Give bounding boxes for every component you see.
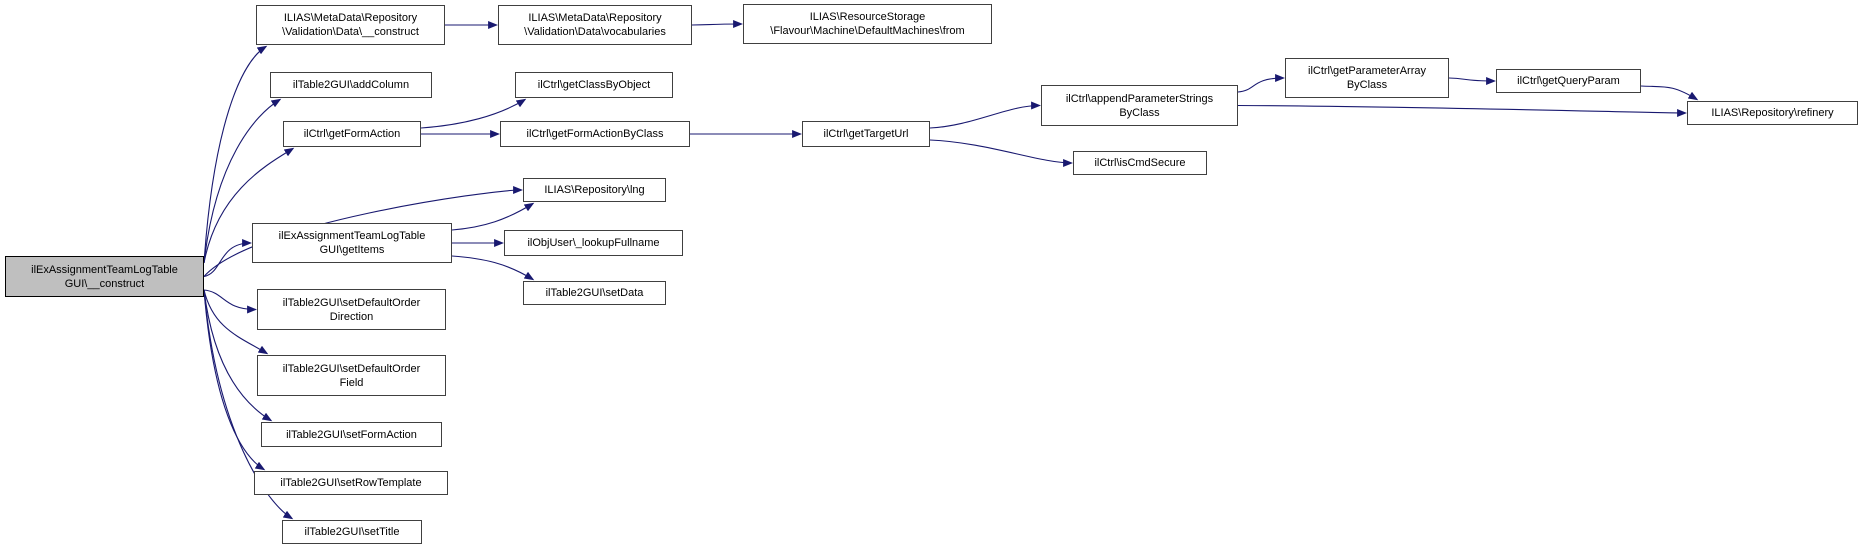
node-label: ILIAS\MetaData\Repository — [283, 12, 418, 24]
node-set-row-template[interactable]: ilTable2GUI\setRowTemplate — [254, 471, 448, 495]
node-label: ilExAssignmentTeamLogTable — [278, 230, 426, 242]
node-label: ilExAssignmentTeamLogTable — [31, 263, 178, 276]
edge-construct-get-form-action — [203, 147, 295, 264]
edge-get-items-set-data — [451, 255, 535, 281]
edge-construct-set-default-order-direction — [203, 289, 257, 314]
node-set-data[interactable]: ilTable2GUI\setData — [523, 281, 666, 305]
node-set-form-action[interactable]: ilTable2GUI\setFormAction — [261, 422, 442, 447]
edge-construct-add-column — [203, 98, 282, 264]
node-label: ilTable2GUI\setRowTemplate — [280, 477, 422, 489]
node-label: ilTable2GUI\setTitle — [304, 526, 400, 538]
edge-construct-md-construct — [203, 45, 268, 264]
node-lookup-fullname[interactable]: ilObjUser\_lookupFullname — [504, 230, 683, 256]
node-label: ilCtrl\getTargetUrl — [823, 128, 909, 140]
edge-append-parameter-strings-get-parameter-array — [1237, 74, 1285, 93]
node-label: \Validation\Data\__construct — [282, 26, 419, 38]
node-get-query-param[interactable]: ilCtrl\getQueryParam — [1496, 69, 1641, 93]
edge-construct-set-form-action — [203, 289, 273, 422]
node-label: ilCtrl\appendParameterStrings — [1065, 92, 1214, 105]
node-label: ByClass — [1119, 106, 1160, 119]
node-get-form-action[interactable]: ilCtrl\getFormAction — [283, 121, 421, 147]
node-label: ILIAS\Repository\lng — [544, 184, 645, 196]
node-label: ilTable2GUI\setDefaultOrder — [282, 362, 421, 375]
node-add-column[interactable]: ilTable2GUI\addColumn — [270, 72, 432, 98]
node-lng[interactable]: ILIAS\Repository\lng — [523, 178, 666, 202]
edge-get-target-url-is-cmd-secure — [929, 139, 1073, 167]
node-default-machines-from[interactable]: ILIAS\ResourceStorage \Flavour\Machine\De… — [743, 4, 992, 44]
edge-get-target-url-append-parameter-strings — [929, 101, 1041, 129]
node-label: ILIAS\MetaData\Repository — [528, 12, 662, 24]
node-get-form-action-by-class[interactable]: ilCtrl\getFormActionByClass — [500, 121, 690, 147]
node-label: ilCtrl\getQueryParam — [1517, 75, 1620, 87]
node-get-target-url[interactable]: ilCtrl\getTargetUrl — [802, 121, 930, 147]
edge-construct-set-default-order-field — [203, 289, 269, 355]
node-label: Field — [339, 376, 364, 389]
edge-get-query-param-refinery — [1640, 85, 1699, 101]
node-get-class-by-object[interactable]: ilCtrl\getClassByObject — [515, 72, 673, 98]
node-set-title[interactable]: ilTable2GUI\setTitle — [282, 520, 422, 544]
node-label: GUI\__construct — [64, 277, 145, 290]
node-refinery[interactable]: ILIAS\Repository\refinery — [1687, 101, 1858, 125]
node-md-construct[interactable]: ILIAS\MetaData\Repository \Validation\Dat… — [256, 5, 445, 45]
node-label: Direction — [329, 310, 374, 323]
edge-get-parameter-array-get-query-param — [1448, 77, 1496, 85]
node-label: ilCtrl\getFormAction — [303, 128, 401, 140]
node-label: ilTable2GUI\addColumn — [292, 79, 410, 91]
node-label: ByClass — [1346, 79, 1388, 91]
node-label: ilTable2GUI\setData — [545, 287, 644, 299]
edge-construct-set-title — [203, 289, 294, 520]
edge-construct-lng — [203, 186, 523, 277]
edge-construct-set-row-template — [203, 289, 266, 471]
edge-get-items-lng — [451, 202, 535, 231]
node-label: ilTable2GUI\setFormAction — [286, 428, 417, 441]
node-vocabularies[interactable]: ILIAS\MetaData\Repository \Validation\Dat… — [498, 5, 692, 45]
node-label: ilTable2GUI\setDefaultOrder — [282, 296, 421, 309]
node-label: \Validation\Data\vocabularies — [524, 26, 666, 38]
node-label: GUI\getItems — [319, 244, 385, 256]
node-label: ilCtrl\getFormActionByClass — [526, 128, 664, 140]
node-label: ilCtrl\getClassByObject — [537, 79, 651, 91]
node-label: ilObjUser\_lookupFullname — [527, 237, 660, 249]
edge-append-parameter-strings-refinery — [1237, 104, 1687, 117]
node-label: ilCtrl\getParameterArray — [1308, 65, 1426, 77]
node-is-cmd-secure[interactable]: ilCtrl\isCmdSecure — [1073, 151, 1207, 175]
node-label: \Flavour\Machine\DefaultMachines\from — [770, 25, 965, 37]
node-label: ilCtrl\isCmdSecure — [1094, 157, 1186, 169]
edge-construct-get-items — [203, 239, 252, 278]
edge-get-form-action-get-class-by-object — [420, 98, 527, 129]
edge-vocabularies-default-machines-from — [691, 20, 743, 28]
node-label: ILIAS\Repository\refinery — [1711, 107, 1834, 119]
node-label: ILIAS\ResourceStorage — [809, 11, 926, 23]
